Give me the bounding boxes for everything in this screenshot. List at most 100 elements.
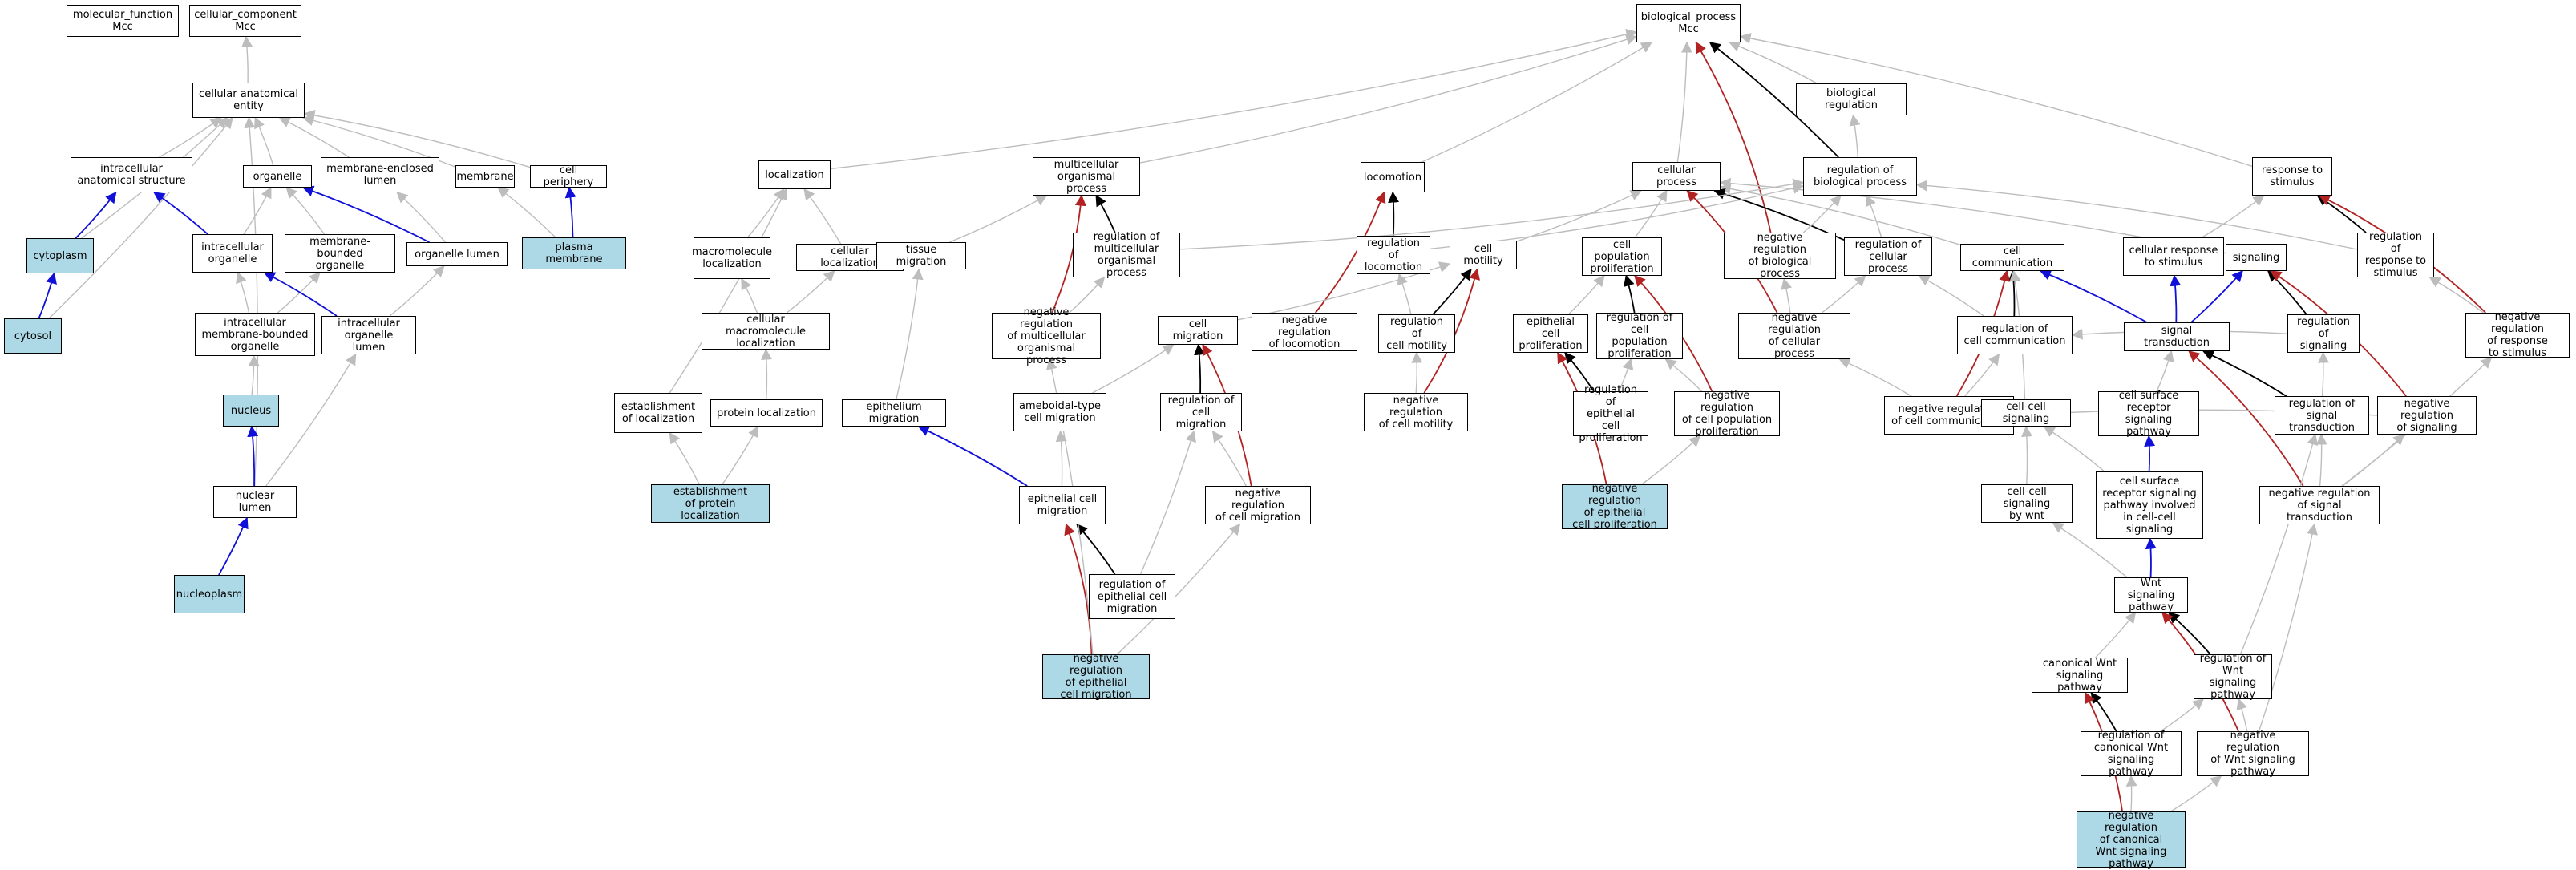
go-term-st[interactable]: signal transduction xyxy=(2124,322,2230,351)
go-term-mbo[interactable]: membrane-bounded organelle xyxy=(285,234,395,273)
edge-cpp-is-a-cproc xyxy=(1634,189,1668,238)
edge-imbo-is-a-iorg xyxy=(236,271,250,314)
edge-ecm-is-a-amig xyxy=(1055,430,1067,487)
go-term-nrcmig[interactable]: negative regulation of cell migration xyxy=(1205,486,1311,524)
go-term-rwnt[interactable]: regulation of Wnt signaling pathway xyxy=(2194,653,2272,701)
go-term-loco[interactable]: locomotion xyxy=(1361,162,1425,192)
go-term-ecm[interactable]: epithelial cell migration xyxy=(1019,486,1106,524)
go-term-mloc[interactable]: macromolecule localization xyxy=(692,237,772,279)
edge-rcp-is-a-rbp xyxy=(1865,194,1882,238)
go-term-pm[interactable]: plasma membrane xyxy=(522,237,626,269)
go-term-cmot[interactable]: cell motility xyxy=(1450,241,1517,269)
go-term-nrcp[interactable]: negative regulation of cellular process xyxy=(1738,312,1850,360)
go-term-ias[interactable]: intracellular anatomical structure xyxy=(71,157,192,192)
go-term-breg[interactable]: biological regulation xyxy=(1796,83,1907,115)
go-term-cmloc[interactable]: cellular macromolecule localization xyxy=(702,313,830,350)
go-term-mem[interactable]: membrane xyxy=(455,165,515,188)
go-term-nrst[interactable]: negative regulation of signal transducti… xyxy=(2259,486,2380,524)
go-term-mel[interactable]: membrane-enclosed lumen xyxy=(321,157,439,192)
go-term-recp[interactable]: regulation of epithelial cell proliferat… xyxy=(1573,384,1648,444)
edge-emig-is-a-tmig xyxy=(896,268,924,400)
go-term-nrmop[interactable]: negative regulation of multicellular org… xyxy=(992,306,1101,366)
go-term-eloc[interactable]: establishment of localization xyxy=(614,393,702,433)
go-term-cmig[interactable]: cell migration xyxy=(1158,316,1238,345)
go-term-ccs[interactable]: cell-cell signaling xyxy=(1981,399,2071,427)
go-term-sig[interactable]: signaling xyxy=(2226,244,2287,271)
go-term-rmop[interactable]: regulation of multicellular organismal p… xyxy=(1073,231,1180,279)
go-term-rsig[interactable]: regulation of signaling xyxy=(2287,314,2360,353)
go-term-mf[interactable]: molecular_function Mcc xyxy=(67,5,179,37)
edge-mel-is-a-cae xyxy=(278,117,350,158)
edge-nrcwnt-is-a-rcwnt xyxy=(2125,775,2137,812)
edge-nrcmot-is-a-rcmot xyxy=(1411,351,1423,394)
go-term-nrecp[interactable]: negative regulation of epithelial cell p… xyxy=(1562,483,1668,531)
go-term-tmig[interactable]: tissue migration xyxy=(876,242,966,269)
go-term-orgl[interactable]: organelle lumen xyxy=(406,242,508,266)
go-term-nrcpp[interactable]: negative regulation of cell population p… xyxy=(1674,390,1780,438)
go-term-nrbp[interactable]: negative regulation of biological proces… xyxy=(1724,232,1836,280)
edge-iorg-is-a-org xyxy=(243,186,272,235)
edge-rbp-regulates-bp xyxy=(1709,42,1839,158)
go-term-cytosol[interactable]: cytosol xyxy=(4,318,62,354)
go-term-nrsig[interactable]: negative regulation of signaling xyxy=(2377,396,2477,435)
go-term-rbp[interactable]: regulation of biological process xyxy=(1803,157,1917,196)
go-term-rcmig[interactable]: regulation of cell migration xyxy=(1160,393,1242,431)
go-term-nuc[interactable]: nucleus xyxy=(223,395,279,427)
edge-nrcp-is-a-rcp xyxy=(1821,275,1866,314)
go-term-emig[interactable]: epithelium migration xyxy=(842,399,946,427)
go-term-rrts[interactable]: regulation of response to stimulus xyxy=(2357,231,2434,279)
go-term-cae[interactable]: cellular anatomical entity xyxy=(192,83,305,118)
go-term-rst[interactable]: regulation of signal transduction xyxy=(2275,396,2369,435)
go-term-rccom[interactable]: regulation of cell communication xyxy=(1957,316,2073,354)
go-term-cper[interactable]: cell periphery xyxy=(530,164,607,188)
go-term-iol[interactable]: intracellular organelle lumen xyxy=(321,316,416,354)
go-term-cwnt[interactable]: canonical Wnt signaling pathway xyxy=(2032,658,2128,694)
go-term-nrloco[interactable]: negative regulation of locomotion xyxy=(1252,313,1357,351)
go-term-cpp[interactable]: cell population proliferation xyxy=(1582,237,1662,276)
go-term-eploc[interactable]: establishment of protein localization xyxy=(651,484,770,523)
go-term-amig[interactable]: ameboidal-type cell migration xyxy=(1013,393,1106,431)
go-term-iorg[interactable]: intracellular organelle xyxy=(192,234,273,273)
go-term-org[interactable]: organelle xyxy=(243,165,312,188)
go-term-loc[interactable]: localization xyxy=(758,160,831,189)
go-term-cproc[interactable]: cellular process xyxy=(1632,162,1721,191)
go-term-nrcmot[interactable]: negative regulation of cell motility xyxy=(1364,393,1468,431)
go-term-nl[interactable]: nuclear lumen xyxy=(213,486,297,518)
go-term-crts[interactable]: cellular response to stimulus xyxy=(2123,237,2224,276)
go-term-bp[interactable]: biological_process Mcc xyxy=(1636,4,1741,42)
go-term-nrwnt[interactable]: negative regulation of Wnt signaling pat… xyxy=(2197,730,2309,778)
go-term-rts[interactable]: response to stimulus xyxy=(2252,157,2332,196)
edge-rst-regulates-st xyxy=(2202,350,2287,397)
edge-mop-is-a-bp xyxy=(1139,34,1638,164)
go-term-csrsp[interactable]: cell surface receptor signaling pathway xyxy=(2098,390,2199,438)
edge-wnt-is-a-ccsw xyxy=(2052,522,2128,578)
go-term-rcpp[interactable]: regulation of cell population proliferat… xyxy=(1596,312,1683,360)
edge-ecm-part-of-emig xyxy=(917,426,1028,487)
go-term-ccsw[interactable]: cell-cell signaling by wnt xyxy=(1981,484,2073,523)
go-term-recm[interactable]: regulation of epithelial cell migration xyxy=(1089,574,1175,619)
go-term-rcwnt[interactable]: regulation of canonical Wnt signaling pa… xyxy=(2081,730,2182,778)
go-term-imbo[interactable]: intracellular membrane-bounded organelle xyxy=(195,313,315,356)
edge-recm-is-a-rcmig xyxy=(1139,430,1196,575)
edge-pm-part-of-cper xyxy=(564,186,576,238)
go-term-rloco[interactable]: regulation of locomotion xyxy=(1357,236,1430,274)
go-term-cyto[interactable]: cytoplasm xyxy=(26,238,94,273)
go-term-ecp[interactable]: epithelial cell proliferation xyxy=(1513,314,1588,353)
go-term-csrspc[interactable]: cell surface receptor signaling pathway … xyxy=(2096,471,2203,539)
go-term-nrcwnt[interactable]: negative regulation of canonical Wnt sig… xyxy=(2077,810,2186,870)
go-term-rcmot[interactable]: regulation of cell motility xyxy=(1378,314,1455,353)
edge-recp-is-a-rcpp xyxy=(1618,358,1634,392)
go-term-ploc[interactable]: protein localization xyxy=(710,399,823,427)
edge-eploc-is-a-ploc xyxy=(722,425,759,485)
edge-org-is-a-cae xyxy=(254,116,274,166)
go-term-rcp[interactable]: regulation of cellular process xyxy=(1844,237,1932,276)
edge-recp-regulates-ecp xyxy=(1564,351,1595,392)
go-term-nrecm[interactable]: negative regulation of epithelial cell m… xyxy=(1042,653,1150,701)
go-term-ccom[interactable]: cell communication xyxy=(1960,244,2064,271)
go-term-np[interactable]: nucleoplasm xyxy=(174,575,245,613)
edge-nrecm-is-a-nrcmig xyxy=(1116,523,1241,655)
go-term-wnt[interactable]: Wnt signaling pathway xyxy=(2114,577,2188,613)
go-term-cc[interactable]: cellular_component Mcc xyxy=(189,5,301,37)
go-term-nrrts[interactable]: negative regulation of response to stimu… xyxy=(2465,311,2570,359)
go-term-mop[interactable]: multicellular organismal process xyxy=(1033,157,1140,196)
